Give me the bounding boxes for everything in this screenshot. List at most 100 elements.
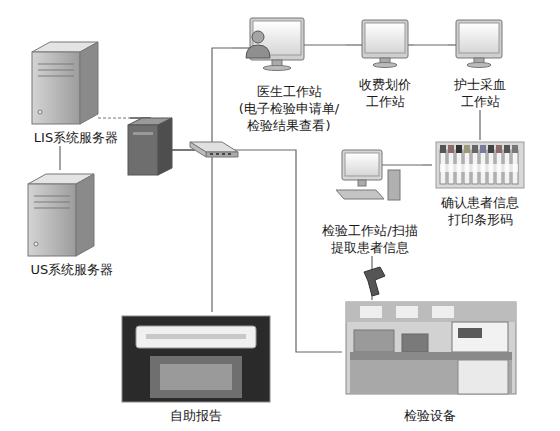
kiosk-photo [160, 364, 232, 390]
node-label: 自助报告 [170, 407, 222, 424]
workstation-node: 收费划价 工作站 [356, 18, 414, 110]
node-label: 检验设备 [404, 407, 456, 424]
server-icon [38, 70, 74, 71]
switch-icon [210, 153, 213, 155]
network-link [346, 44, 356, 45]
test-tube-photo [464, 145, 470, 153]
monitor-icon [362, 20, 408, 68]
node-label: (电子检验申请单/ 检验结果查看) [232, 100, 346, 134]
node-label: US系统服务器 [31, 261, 114, 278]
kiosk-photo [150, 356, 242, 398]
network-link [479, 110, 480, 140]
test-tube-photo [496, 145, 502, 153]
server-icon [34, 196, 70, 197]
person-icon [252, 31, 264, 43]
lab-equipment-photo [452, 322, 508, 352]
test-tube-photo [512, 145, 518, 153]
switch-icon [190, 142, 206, 157]
lab-equipment-photo [346, 302, 516, 394]
lab-equipment-photo [396, 306, 418, 318]
server-node: US系统服务器 [18, 170, 126, 278]
server-icon [28, 174, 94, 256]
server-icon [34, 208, 70, 209]
node-label: 医生工作站 [257, 83, 322, 100]
monitor-icon [456, 20, 502, 68]
computer-icon [388, 170, 400, 200]
node-label: LIS系统服务器 [34, 129, 118, 146]
monitor-icon [373, 63, 397, 68]
server-icon [34, 242, 38, 246]
network-cable [382, 164, 422, 165]
node-label: 收费划价 工作站 [356, 76, 414, 110]
monitor-icon [263, 66, 291, 71]
test-tube-photo [504, 145, 510, 153]
switch-icon [190, 142, 238, 157]
computer-icon [345, 153, 379, 176]
router-icon [128, 125, 158, 175]
monitor-icon [467, 63, 491, 68]
network-cable [356, 44, 362, 45]
kiosk-node: 自助报告 [118, 312, 274, 424]
server-icon [38, 110, 42, 114]
server-icon [80, 42, 98, 124]
switch-icon [222, 153, 225, 155]
specimen-node: 确认患者信息 打印条形码 [432, 140, 528, 228]
person-icon [246, 45, 270, 58]
kiosk-photo [146, 334, 246, 339]
lab-equipment-photo [458, 360, 508, 394]
server-icon [32, 52, 80, 124]
server-icon [32, 42, 98, 124]
kiosk-photo [122, 316, 270, 402]
equipment-node: 检验设备 [342, 300, 518, 424]
barcode-scanner [364, 267, 385, 296]
lab-equipment-photo [350, 352, 512, 360]
kiosk-photo [122, 316, 270, 402]
network-cable [232, 47, 250, 48]
test-tube-photo [436, 142, 524, 188]
network-link [422, 164, 432, 165]
test-tube-photo [472, 145, 478, 153]
lab-equipment-photo [402, 334, 428, 352]
network-cable [408, 44, 414, 45]
kiosk-photo [136, 326, 256, 348]
router-icon [133, 132, 153, 135]
test-tube-photo [456, 145, 462, 153]
computer-icon [336, 150, 400, 200]
server-icon [38, 76, 74, 77]
monitor-icon [365, 23, 405, 53]
monitor-icon [459, 23, 499, 53]
workstation-node: 检验工作站/扫描 提取患者信息 [318, 148, 422, 256]
lab-equipment-photo [432, 306, 454, 318]
lab-equipment-photo [354, 330, 394, 352]
network-cable [304, 44, 346, 45]
workstation-node: 护士采血 工作站 [448, 18, 512, 110]
router-icon [158, 118, 172, 175]
test-tube-photo [488, 145, 494, 153]
test-tube-photo [440, 145, 446, 153]
computer-icon [358, 180, 366, 186]
server-icon [28, 184, 76, 256]
network-cable [98, 117, 130, 118]
network-link [130, 48, 232, 150]
lab-equipment-photo [346, 302, 516, 394]
server-icon [34, 202, 70, 203]
switch-icon [228, 153, 231, 155]
switch-icon [206, 152, 238, 157]
server-icon [76, 174, 94, 256]
server-node: LIS系统服务器 [22, 42, 130, 146]
test-tube-photo [440, 164, 518, 172]
lab-equipment-photo [360, 306, 382, 318]
test-tube-photo [448, 145, 454, 153]
network-link [414, 44, 448, 45]
lab-equipment-photo [346, 302, 516, 322]
network-cable [448, 44, 456, 45]
monitor-icon [250, 18, 304, 71]
monitor-icon [456, 20, 502, 58]
monitor-icon [362, 20, 408, 58]
node-label: 护士采血 工作站 [448, 76, 512, 110]
node-label: 检验工作站/扫描 提取患者信息 [318, 222, 422, 256]
lab-equipment-photo [350, 360, 512, 394]
network-link [59, 146, 60, 170]
computer-icon [342, 150, 382, 180]
